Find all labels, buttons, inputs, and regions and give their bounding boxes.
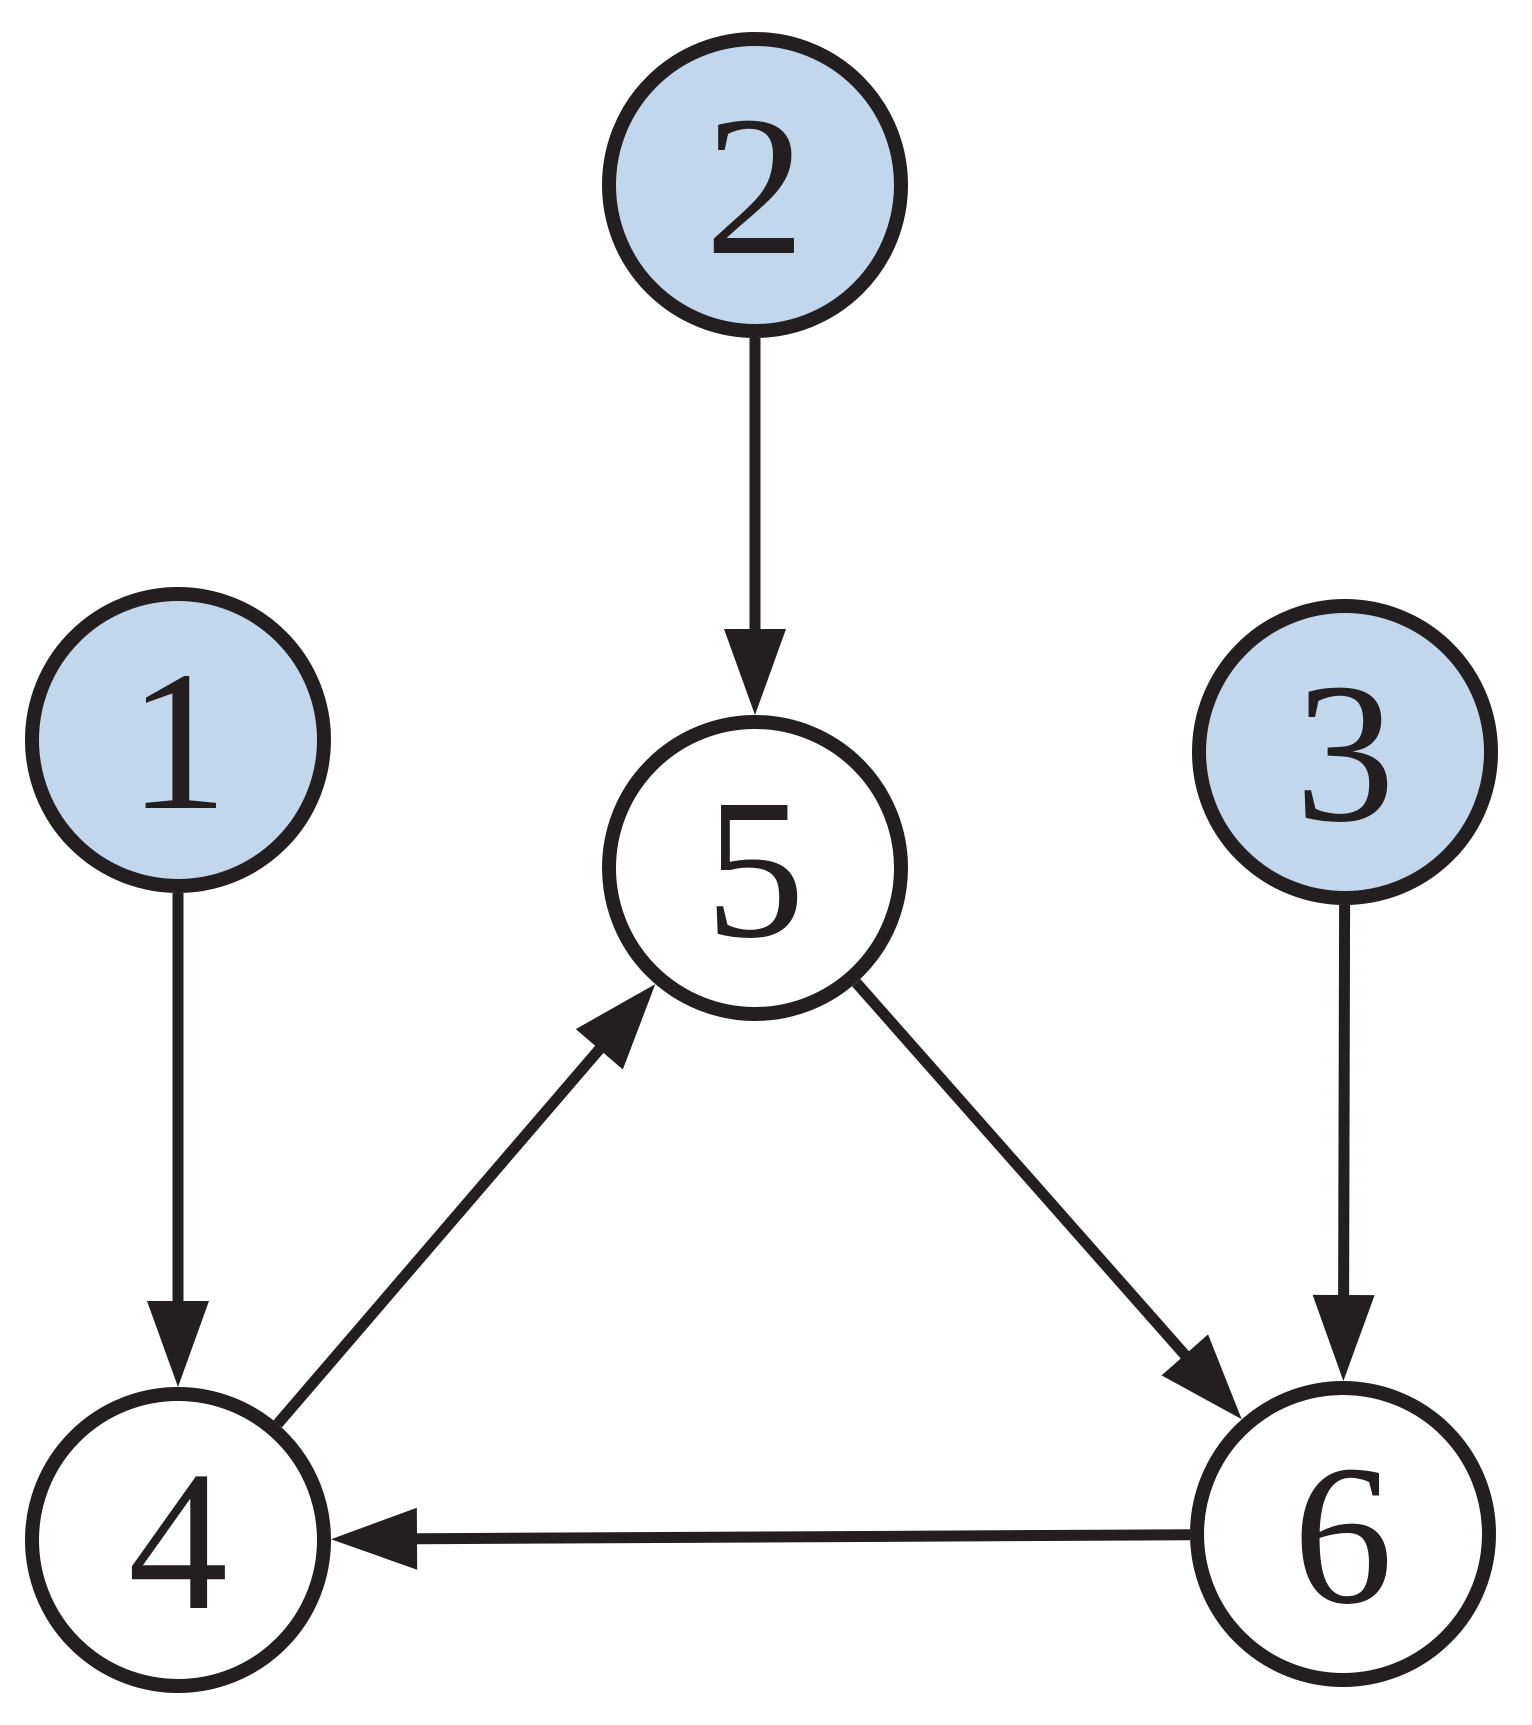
node-circle-highlighted [25,587,331,893]
edge-5-6 [852,979,1242,1420]
node-label-6: 6 [1293,1425,1393,1646]
node-circle [25,1387,331,1693]
node-label-3: 3 [1295,643,1395,864]
edge-3-6 [1312,904,1375,1382]
node-label-5: 5 [705,759,805,980]
edge-shaft-6-4 [399,1529,1191,1545]
node-5: 5 [602,715,908,1021]
edge-6-4 [330,1507,1191,1570]
edge-2-5 [724,338,786,715]
edge-4-5 [273,984,656,1428]
edge-shaft-5-6 [852,979,1201,1372]
edge-1-4 [147,893,209,1387]
edge-shaft-4-5 [273,1032,615,1428]
arrowhead-icon [147,1301,209,1387]
nodes-layer: 1 2 3 4 5 6 [25,32,1498,1693]
node-circle [602,715,908,1021]
edges-layer [147,338,1375,1570]
arrowhead-icon [724,629,786,715]
node-1: 1 [25,587,331,893]
node-label-1: 1 [128,631,228,852]
node-circle [1190,1381,1496,1687]
node-3: 3 [1192,599,1498,905]
arrowhead-icon [330,1507,418,1570]
arrowhead-icon [1312,1294,1375,1382]
node-6: 6 [1190,1381,1496,1687]
node-circle-highlighted [602,32,908,338]
node-label-4: 4 [128,1431,228,1652]
node-label-2: 2 [705,76,805,297]
node-circle-highlighted [1192,599,1498,905]
node-2: 2 [602,32,908,338]
edge-shaft-3-6 [1338,904,1351,1313]
arrowhead-icon [1161,1334,1242,1420]
node-4: 4 [25,1387,331,1693]
arrowhead-icon [575,984,656,1070]
